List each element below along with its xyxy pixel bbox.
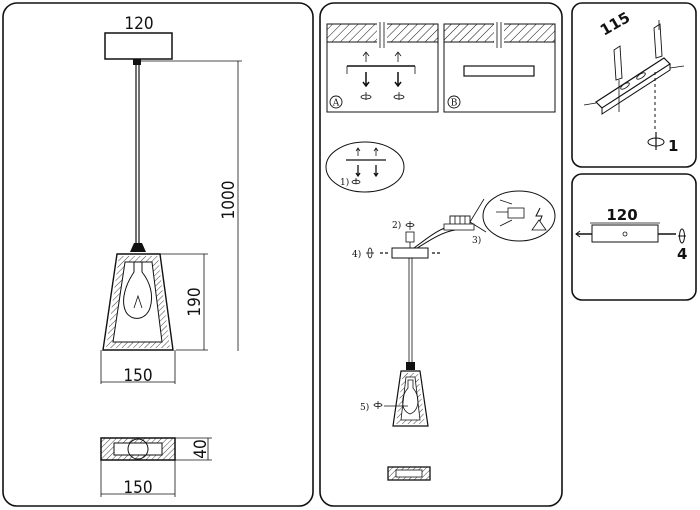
bracket-step-label: 1 [668,137,678,155]
step-5-lamp: 5) [360,362,429,427]
mounting-option-b: B [443,22,556,113]
option-a-label: A [332,99,340,109]
cable-length-dimension: 1000 [140,60,242,351]
canopy-panel: 120 4 [571,173,697,301]
canopy-width-label: 120 [124,14,153,34]
lamp-shade [102,253,174,351]
option-b-label: B [451,99,458,109]
cable-length-label: 1000 [219,181,239,220]
step-4-label: 4) [352,249,361,260]
step-top-view [387,466,431,481]
wiring-detail: 2) 3) [392,190,556,251]
bulb [123,261,153,319]
installation-panel: A B 1) 2) [319,2,563,507]
shade-top-view: 40 150 [100,437,212,498]
shade-height-dimension: 190 [160,253,208,351]
step-1-detail: 1) [325,141,405,193]
step-3-label: 3) [472,235,481,246]
step-1-label: 1) [340,177,349,188]
canopy [104,32,173,60]
cable [135,65,140,245]
mounting-option-a: A [326,22,439,113]
canopy-step-label: 4 [677,245,687,263]
dimensions-panel: 120 1000 1 [2,2,314,507]
bracket-panel: 115 1 [571,2,697,168]
top-view-width-label: 150 [123,478,152,498]
step-2-label: 2) [392,220,401,231]
shade-width-dimension: 150 [100,350,176,386]
shade-width-label: 150 [123,366,152,386]
shade-height-label: 190 [185,287,205,316]
step-5-label: 5) [360,402,369,413]
canopy-dim-label: 120 [606,206,637,224]
step-4-canopy: 4) [352,247,442,362]
top-view-height-label: 40 [191,439,211,458]
